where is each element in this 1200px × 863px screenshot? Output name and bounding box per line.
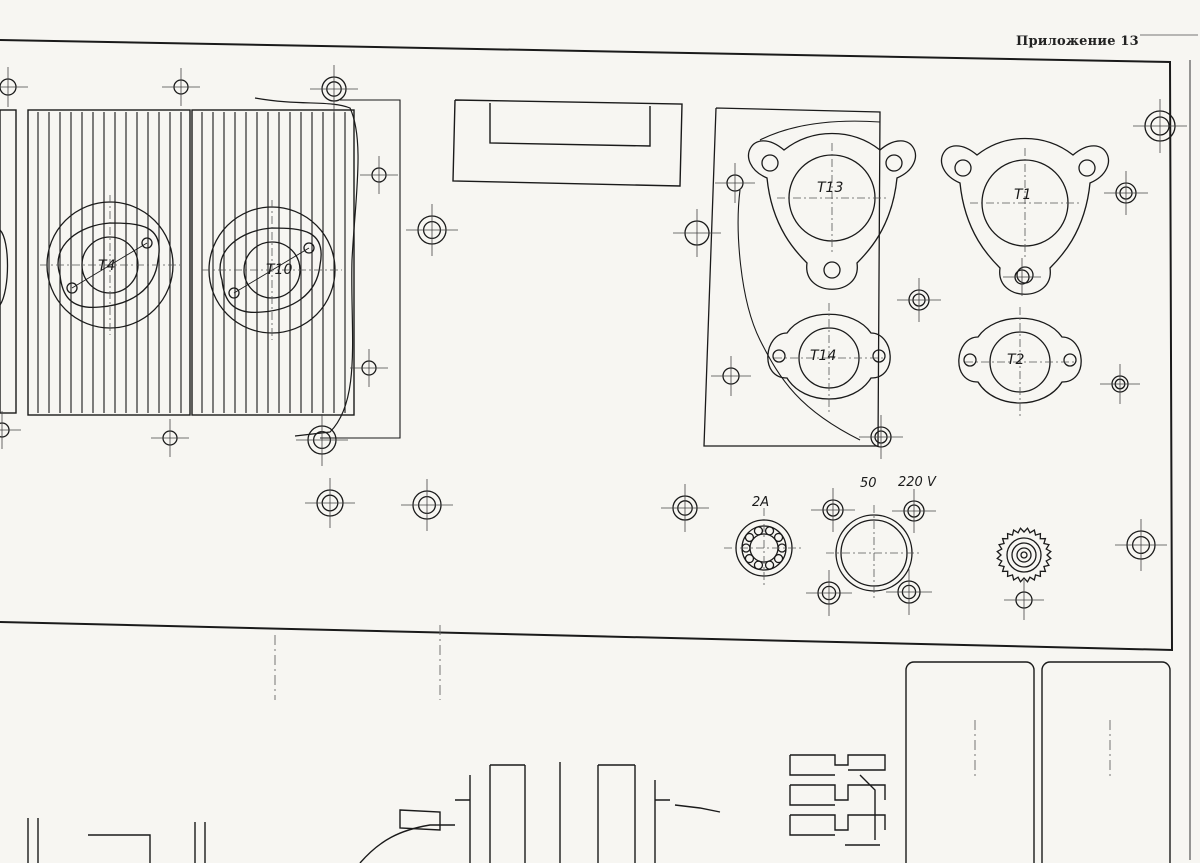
panel-outline — [0, 39, 1174, 652]
mounting-hole — [1115, 519, 1167, 571]
mounting-hole — [661, 484, 709, 532]
mounting-hole — [806, 570, 852, 616]
transistor-label-t13: T13 — [817, 180, 843, 196]
transistor-label-t1: T1 — [1014, 187, 1031, 203]
heatsink-t10 — [191, 109, 355, 416]
centerline — [724, 508, 804, 588]
mounting-hole — [886, 569, 932, 615]
mounting-hole — [350, 349, 388, 387]
mounting-hole — [401, 479, 453, 531]
heatsink-t4 — [27, 109, 191, 416]
transistor-board-outline — [703, 107, 881, 447]
centerline — [826, 505, 922, 601]
knurled-knob — [996, 527, 1052, 583]
bottom-box-left — [905, 661, 1035, 863]
centerline — [777, 143, 887, 253]
centerline — [965, 307, 1075, 417]
voltage-label-50: 50 — [860, 476, 877, 491]
mounting-hole — [1100, 364, 1140, 404]
heatsink-left-edge — [0, 109, 17, 414]
mounting-hole — [0, 411, 21, 449]
transformer-body — [359, 762, 721, 863]
switch-bracket — [452, 99, 683, 187]
mounting-hole — [151, 419, 189, 457]
mounting-hole — [296, 414, 348, 466]
transistor-label-t14: T14 — [810, 348, 836, 364]
mounting-hole — [305, 478, 355, 528]
mounting-hole — [897, 278, 941, 322]
centerline — [202, 200, 342, 340]
board-boundary-left — [254, 97, 359, 437]
centerline — [40, 195, 180, 335]
appendix-header: Приложение 13 — [1016, 34, 1139, 49]
mounting-hole — [892, 489, 936, 533]
mounting-hole — [360, 156, 398, 194]
mounting-hole — [1104, 171, 1148, 215]
mounting-hole — [162, 68, 200, 106]
centerline — [774, 303, 884, 413]
transistor-label-t2: T2 — [1007, 352, 1025, 368]
mounting-hole — [673, 209, 721, 257]
mounting-hole — [1003, 258, 1041, 296]
mounting-hole — [811, 488, 855, 532]
fuse-label: 2A — [752, 495, 769, 510]
transistor-label-t4: T4 — [98, 258, 115, 274]
centerline — [970, 148, 1080, 258]
mounting-hole — [715, 163, 755, 203]
voltage-label-220v: 220 V — [898, 475, 937, 490]
mounting-hole — [1133, 99, 1187, 153]
mounting-hole — [859, 415, 903, 459]
mounting-hole — [310, 65, 358, 113]
mounting-hole — [711, 356, 751, 396]
small-heatsink — [789, 754, 886, 846]
transistor-label-t10: T10 — [266, 262, 292, 278]
mounting-hole — [0, 67, 28, 107]
bottom-box-right — [1041, 661, 1171, 863]
mounting-hole — [406, 204, 458, 256]
mounting-hole — [1004, 580, 1044, 620]
footprint-partial-left — [0, 229, 9, 306]
